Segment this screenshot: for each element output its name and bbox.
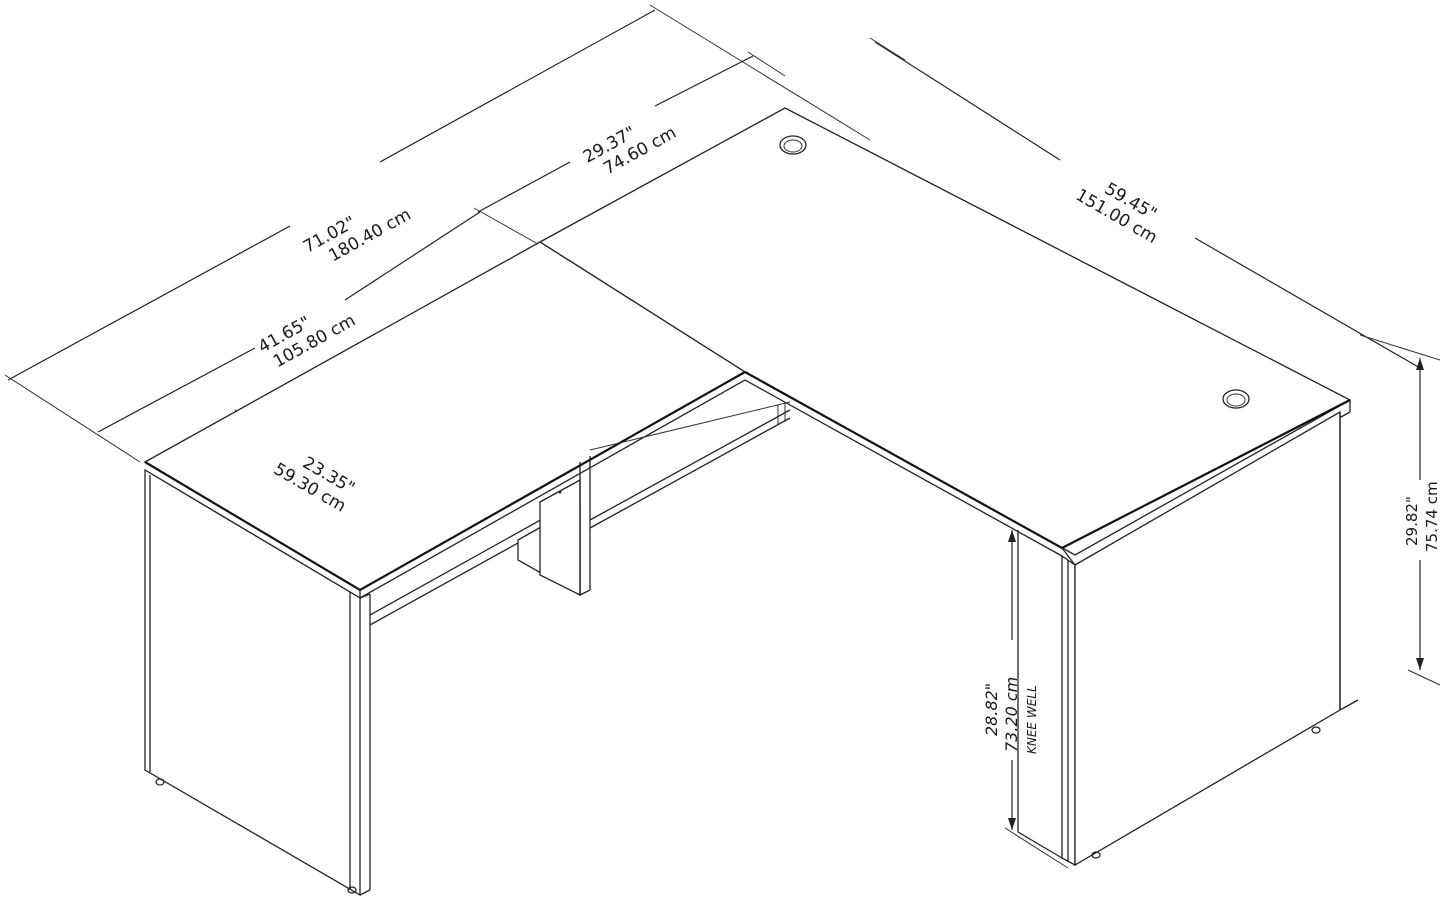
label-knee-well-text: KNEE WELL — [1025, 685, 1039, 754]
dimension-line-overall-width — [4, 4, 871, 463]
leg-panel-left — [144, 468, 371, 897]
support-leg — [517, 456, 591, 597]
rear-frame — [155, 401, 791, 894]
dimension-line-overall-height — [1407, 358, 1441, 686]
leg-panel-right — [1017, 410, 1359, 867]
grommet-hole-right — [1222, 389, 1250, 409]
label-knee-well-cm: 73.20 cm — [1002, 676, 1021, 752]
dimension-line-desk-length — [869, 37, 1441, 369]
label-knee-well-in: 28.82" — [982, 682, 1001, 736]
dimension-line-return-extension — [473, 51, 786, 249]
label-knee-well: 28.82" 73.20 cm KNEE WELL — [982, 677, 1042, 758]
dimension-line-return-length — [97, 211, 481, 433]
main-desktop — [538, 107, 1352, 566]
dimension-line-knee-well — [1004, 530, 1069, 869]
grommet-hole-left — [779, 135, 807, 155]
label-overall-height-in: 29.82" — [1403, 496, 1421, 546]
label-overall-height: 29.82" 75.74 cm — [1402, 481, 1442, 552]
label-overall-height-cm: 75.74 cm — [1423, 481, 1441, 552]
